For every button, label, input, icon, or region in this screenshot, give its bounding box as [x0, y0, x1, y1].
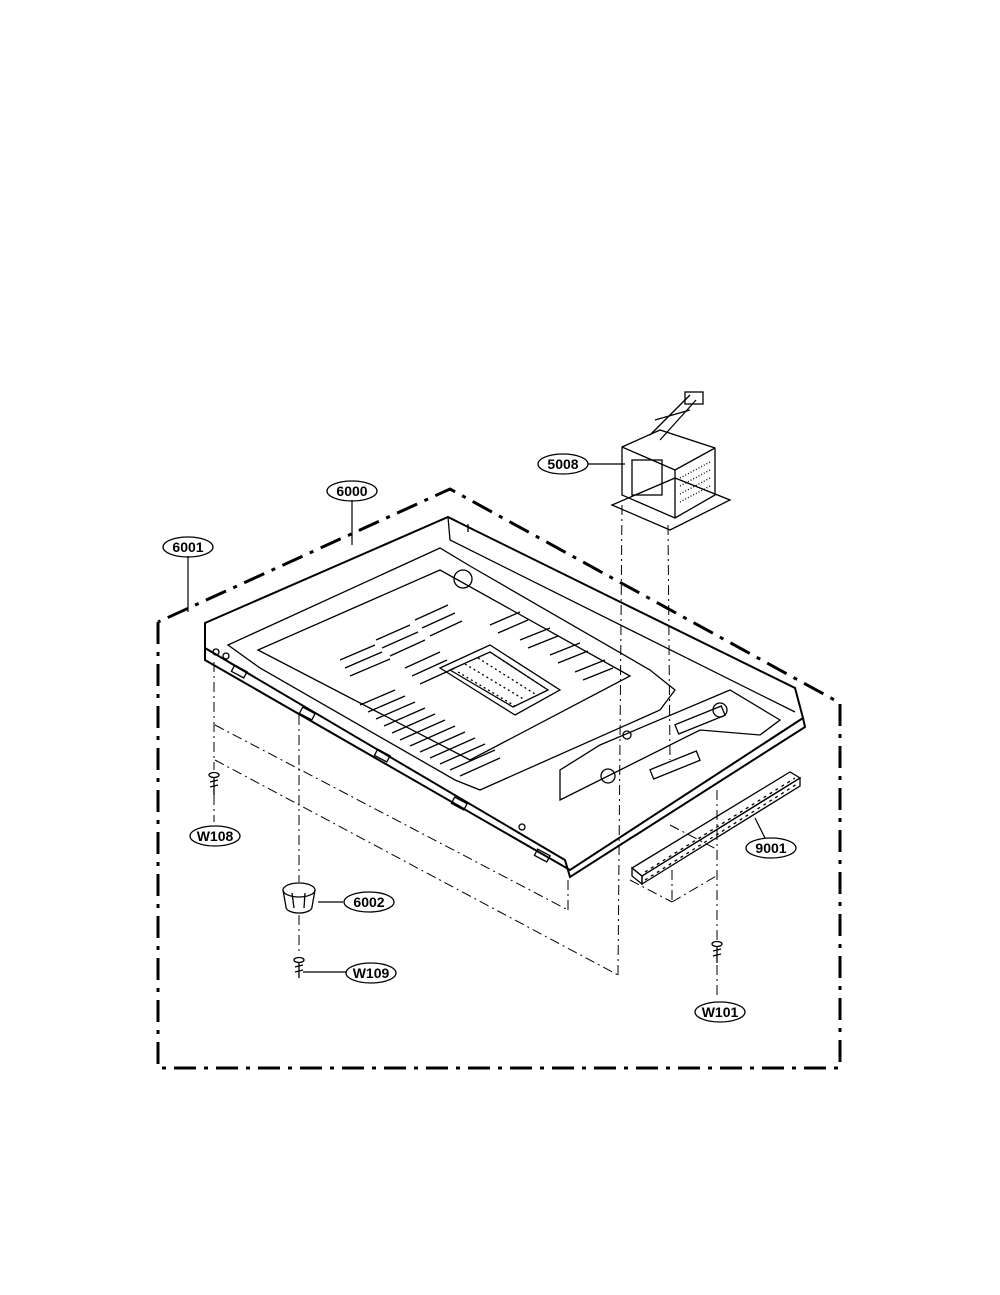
screw-w109 [293, 956, 305, 978]
base-plate [204, 515, 807, 879]
filter-bar [630, 771, 802, 886]
callout-6002: 6002 [343, 891, 395, 913]
vent-slots-lower [359, 689, 501, 777]
label-5008: 5008 [547, 456, 578, 472]
label-w101: W101 [702, 1004, 739, 1020]
callout-5008: 5008 [537, 453, 589, 475]
callout-w108: W108 [189, 825, 241, 847]
perforated-panel [438, 644, 562, 716]
label-6001: 6001 [172, 539, 203, 555]
label-w109: W109 [353, 965, 390, 981]
label-6002: 6002 [353, 894, 384, 910]
vent-slots-upper [339, 604, 614, 685]
screw-w108 [208, 771, 220, 795]
callout-9001: 9001 [745, 837, 797, 859]
mounting-bracket [559, 689, 782, 802]
callout-w101: W101 [694, 1001, 746, 1023]
screw-w101 [711, 940, 723, 963]
callout-w109: W109 [345, 962, 397, 984]
leader-lines [187, 463, 766, 973]
label-w108: W108 [197, 828, 234, 844]
callout-6000: 6000 [326, 480, 378, 502]
label-6000: 6000 [336, 483, 367, 499]
assembly-guides [213, 504, 719, 995]
callout-6001: 6001 [162, 536, 214, 558]
rubber-foot [282, 882, 316, 914]
label-9001: 9001 [755, 840, 786, 856]
assembly-boundary [156, 487, 842, 1070]
transformer [610, 391, 732, 531]
